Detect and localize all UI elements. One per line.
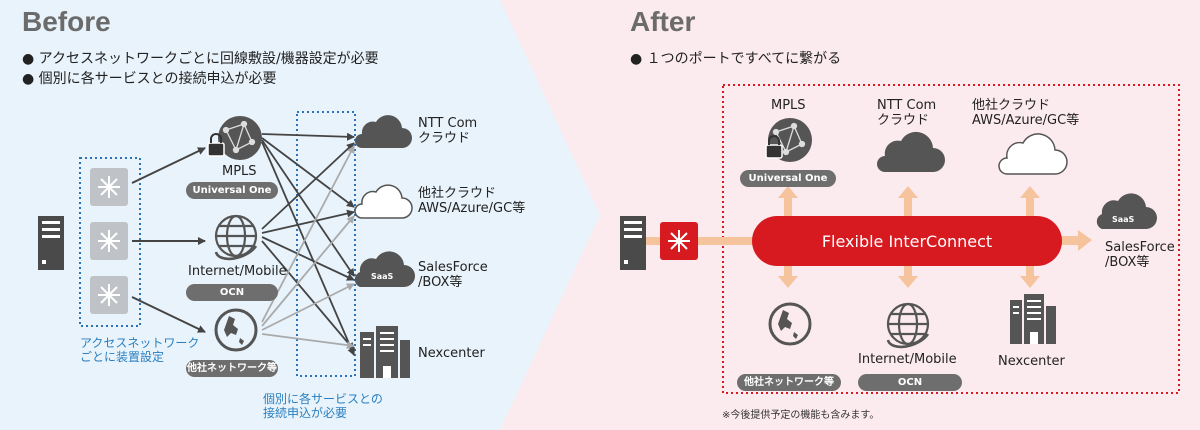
other-cloud-label-after-line1: 他社クラウド bbox=[972, 98, 1051, 113]
ntt-cloud-label-after-line2: クラウド bbox=[877, 113, 930, 128]
after-scope-box bbox=[722, 84, 1180, 394]
after-bullet: ● １つのポートですべてに繋がる bbox=[630, 51, 842, 67]
nexcenter-label: Nexcenter bbox=[418, 346, 485, 361]
server-icon-before bbox=[38, 216, 64, 270]
arrow-down-nexcenter bbox=[1020, 258, 1040, 288]
nexcenter-label-after: Nexcenter bbox=[998, 354, 1065, 369]
router-icon-2 bbox=[90, 222, 128, 260]
other-network-pill: 他社ネットワーク等 bbox=[186, 360, 278, 377]
before-title: Before bbox=[22, 6, 111, 37]
router-icon-1 bbox=[90, 168, 128, 206]
connect-note: 個別に各サービスとの接続申込が必要 bbox=[263, 392, 383, 420]
device-note-line2: ごとに装置設定 bbox=[80, 350, 165, 364]
flexible-interconnect-hub bbox=[752, 216, 1062, 266]
arrow-up-other-cloud bbox=[1020, 186, 1040, 218]
internet-mobile-label: Internet/Mobile bbox=[188, 264, 287, 279]
arrow-right-saas bbox=[1060, 230, 1092, 251]
saas-badge-before: SaaS bbox=[371, 272, 394, 281]
ntt-cloud-icon-after bbox=[877, 131, 945, 172]
router-icon-3 bbox=[90, 276, 128, 314]
nexcenter-building-icon-before bbox=[360, 326, 410, 378]
arrow-down-internet bbox=[898, 258, 918, 288]
connection-group-box bbox=[296, 111, 356, 377]
hub-label: Flexible InterConnect bbox=[821, 232, 993, 251]
mpls-globe-icon bbox=[207, 116, 262, 160]
mpls-label: MPLS bbox=[222, 164, 257, 179]
footnote: ※今後提供予定の機能も含みます。 bbox=[722, 410, 880, 421]
other-network-pill-after: 他社ネットワーク等 bbox=[737, 374, 841, 391]
device-note-line1: アクセスネットワーク bbox=[80, 336, 200, 350]
server-router-link bbox=[646, 237, 662, 245]
arrow-device-mpls bbox=[131, 147, 206, 184]
router-hub-link bbox=[698, 237, 758, 245]
server-icon-after bbox=[620, 216, 646, 270]
before-bullet-1: ● アクセスネットワークごとに回線敷設/機器設定が必要 bbox=[22, 51, 379, 67]
connect-note-line1: 個別に各サービスとの bbox=[263, 392, 383, 406]
arrow-up-mpls bbox=[778, 186, 798, 218]
mpls-connection-lines bbox=[261, 132, 355, 356]
other-network-globe-icon bbox=[214, 308, 258, 352]
connect-note-line2: 接続申込が必要 bbox=[263, 406, 348, 420]
saas-label-after-line1: SalesForce bbox=[1105, 240, 1175, 255]
saas-label-line2: /BOX等 bbox=[418, 275, 463, 290]
arrow-down-other-network bbox=[778, 258, 798, 288]
other-cloud-icon-after bbox=[998, 133, 1068, 175]
universal-one-pill-after: Universal One bbox=[740, 170, 836, 187]
device-group-box bbox=[79, 157, 141, 327]
saas-cloud-icon-after bbox=[1096, 193, 1157, 229]
nexcenter-building-icon-after bbox=[1010, 294, 1056, 344]
red-router-icon bbox=[660, 222, 698, 260]
internet-mobile-label-after: Internet/Mobile bbox=[858, 352, 957, 367]
ntt-cloud-label-line1: NTT Com bbox=[418, 116, 478, 131]
hub-arrows bbox=[778, 186, 1092, 288]
internet-globe-icon bbox=[214, 214, 258, 261]
other-cloud-icon bbox=[354, 184, 413, 219]
saas-badge-after: SaaS bbox=[1112, 215, 1135, 224]
ocn-pill: OCN bbox=[186, 284, 278, 301]
other-cloud-label-line2: AWS/Azure/GC等 bbox=[418, 201, 526, 216]
ocn-pill-after: OCN bbox=[858, 374, 962, 391]
universal-one-pill: Universal One bbox=[186, 182, 278, 199]
before-bullet-2-text: 個別に各サービスとの接続申込が必要 bbox=[38, 71, 277, 87]
before-bullet-2: ● 個別に各サービスとの接続申込が必要 bbox=[22, 71, 277, 87]
saas-label-line1: SalesForce bbox=[418, 260, 488, 275]
ntt-cloud-label-after-line1: NTT Com bbox=[877, 98, 937, 113]
other-cloud-label-line1: 他社クラウド bbox=[418, 186, 497, 201]
arrow-up-ntt bbox=[898, 186, 918, 218]
ntt-cloud-icon bbox=[355, 115, 412, 148]
saas-label-after: SalesForce/BOX等 bbox=[1105, 240, 1175, 270]
other-network-globe-icon-after bbox=[768, 302, 812, 346]
internet-connection-lines bbox=[261, 142, 355, 351]
saas-label: SalesForce/BOX等 bbox=[418, 260, 488, 290]
saas-cloud-icon-before bbox=[354, 251, 415, 287]
arrow-device-other bbox=[131, 296, 206, 333]
device-note: アクセスネットワークごとに装置設定 bbox=[80, 336, 199, 364]
other-cloud-label-after-line2: AWS/Azure/GC等 bbox=[972, 113, 1080, 128]
internet-globe-icon-after bbox=[886, 302, 930, 349]
ntt-cloud-label-line2: クラウド bbox=[418, 131, 471, 146]
after-title: After bbox=[630, 6, 696, 37]
mpls-label-after: MPLS bbox=[771, 98, 806, 113]
before-background bbox=[0, 0, 600, 430]
saas-label-after-line2: /BOX等 bbox=[1105, 255, 1150, 270]
before-bullet-1-text: アクセスネットワークごとに回線敷設/機器設定が必要 bbox=[38, 51, 379, 67]
after-bullet-text: １つのポートですべてに繋がる bbox=[646, 51, 842, 67]
mpls-globe-icon-after bbox=[765, 118, 812, 162]
